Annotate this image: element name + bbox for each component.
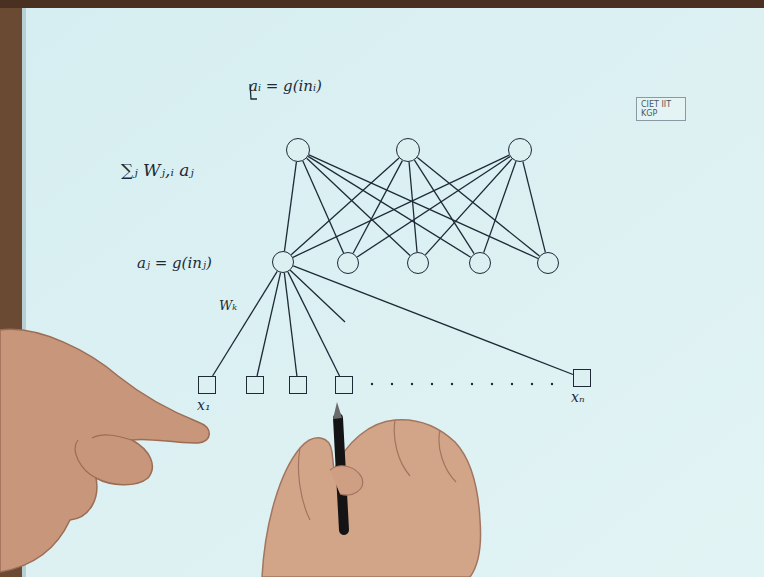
- logo-box: CIET IIT KGP: [636, 97, 686, 121]
- weight-connection: [213, 271, 278, 376]
- output-neuron: aᵢ = g(inᵢ): [286, 138, 310, 162]
- input-unit: x₁: [198, 376, 216, 394]
- weight-connection: [523, 162, 545, 253]
- hidden-neuron: aⱼ = g(inⱼ): [272, 251, 294, 273]
- output-neuron: [396, 138, 420, 162]
- pointing-hand: [0, 329, 209, 572]
- weight-connection: [307, 158, 410, 255]
- input-unit: xₙ: [573, 369, 591, 387]
- thumb: [330, 466, 363, 495]
- weight-connection: [417, 158, 539, 257]
- ellipsis-dots: [371, 383, 553, 385]
- node-label: aⱼ = g(inⱼ): [137, 254, 212, 272]
- weight-connection: [284, 273, 297, 376]
- input-unit: [289, 376, 307, 394]
- weight-connection: [309, 155, 538, 259]
- desk-edge: [0, 0, 764, 8]
- weight-connection: [284, 162, 296, 251]
- weight-connection: [257, 273, 281, 376]
- output-neuron: [508, 138, 532, 162]
- weight-connection: [409, 162, 417, 252]
- hidden-neuron: [337, 252, 359, 274]
- hidden-neuron: [407, 252, 429, 274]
- weight-connection: [484, 161, 516, 252]
- holding-hand: [262, 420, 481, 577]
- finger-creases: [75, 435, 132, 478]
- paper-sheet: [22, 8, 764, 577]
- weight-label: Wₖ: [218, 298, 238, 313]
- weight-connection: [293, 266, 573, 375]
- weight-connection: [288, 272, 340, 376]
- node-label: aᵢ = g(inᵢ): [249, 77, 322, 95]
- summation-formula: ∑ⱼ Wⱼ,ᵢ aⱼ: [120, 160, 195, 180]
- node-label: xₙ: [571, 389, 585, 405]
- logo-text: CIET IIT KGP: [641, 100, 671, 118]
- weight-connection: [308, 156, 470, 257]
- input-unit: [246, 376, 264, 394]
- knuckle-lines: [298, 420, 456, 520]
- input-unit: [335, 376, 353, 394]
- weight-connection: [353, 161, 402, 254]
- marker-tip: [333, 402, 342, 419]
- weight-stub: [290, 270, 345, 322]
- hidden-neuron: [469, 252, 491, 274]
- node-label: x₁: [197, 397, 211, 413]
- hidden-neuron: [537, 252, 559, 274]
